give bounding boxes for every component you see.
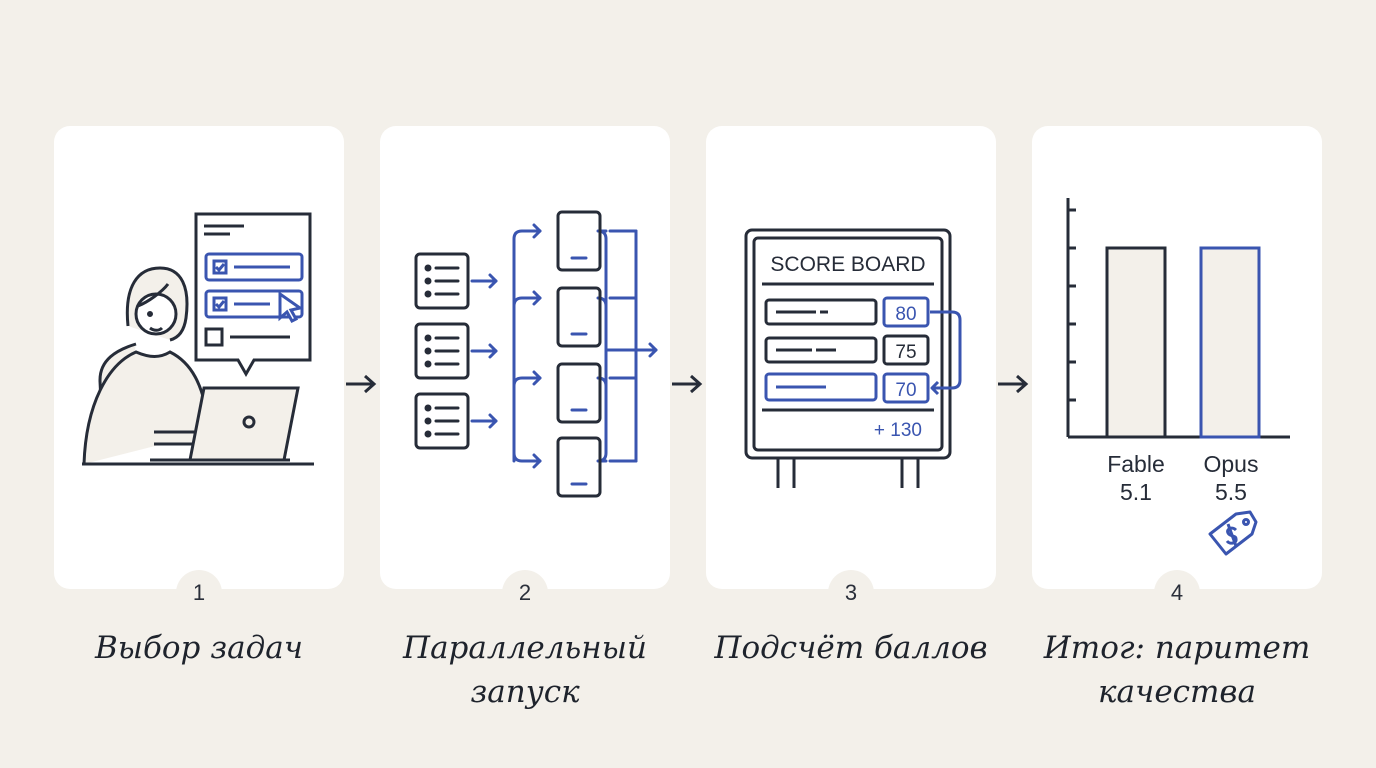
processor-icon: [556, 286, 602, 348]
step-caption-1: Выбор задач: [94, 630, 304, 666]
bar-label-version: 5.5: [1215, 479, 1247, 505]
fan-out-connectors: [470, 223, 658, 469]
checklist-bubble: [194, 212, 312, 378]
bar-opus: [1199, 246, 1261, 439]
person-icon: [82, 266, 212, 465]
processor-icon: [556, 362, 602, 424]
step-caption-4: Итог: паритет качества: [1043, 630, 1311, 710]
step-number-1: 1: [176, 570, 222, 616]
processor-icon: [556, 210, 602, 272]
flow-arrow-icon: [672, 374, 703, 394]
task-list-icon: [414, 252, 470, 310]
flow-arrow-icon: [998, 374, 1029, 394]
step-card-4: Fable 5.1 Opus 5.5: [1032, 126, 1322, 589]
task-list-icon: [414, 392, 470, 450]
bar-fable: [1105, 246, 1167, 439]
bar-label-name: Opus: [1204, 451, 1259, 477]
step-caption-3: Подсчёт баллов: [714, 630, 988, 666]
score-value: 80: [895, 304, 916, 325]
step-caption-2: Параллельный запуск: [403, 630, 647, 710]
task-selection-illustration: [82, 212, 314, 466]
task-list-icon: [414, 322, 470, 380]
score-total: + 130: [874, 420, 922, 441]
parity-bar-chart: Fable 5.1 Opus 5.5: [1066, 198, 1290, 556]
step-number-4: 4: [1154, 570, 1200, 616]
step-card-1: [54, 126, 344, 589]
parallel-run-illustration: [414, 210, 658, 498]
score-value: 75: [895, 342, 916, 363]
bar-label-name: Fable: [1107, 451, 1165, 477]
step-card-3: SCORE BOARD 80 75 70 + 130: [706, 126, 996, 589]
processor-icon: [556, 436, 602, 498]
laptop-icon: [82, 386, 314, 466]
score-value: 70: [895, 380, 916, 401]
price-tag-icon: [1208, 510, 1258, 556]
bar-label-version: 5.1: [1120, 479, 1152, 505]
flow-arrow-icon: [346, 374, 377, 394]
step-number-2: 2: [502, 570, 548, 616]
scoreboard-title: SCORE BOARD: [770, 253, 925, 276]
scoreboard-illustration: SCORE BOARD 80 75 70 + 130: [744, 228, 962, 488]
step-number-3: 3: [828, 570, 874, 616]
step-card-2: [380, 126, 670, 589]
